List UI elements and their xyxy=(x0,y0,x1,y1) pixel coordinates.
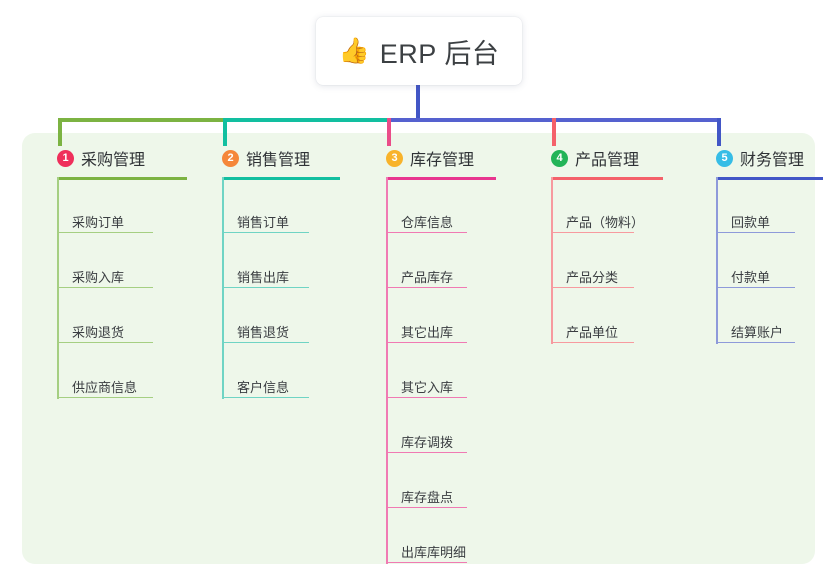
drop-connector-3 xyxy=(387,118,391,146)
list-item[interactable]: 客户信息 xyxy=(237,380,290,395)
list-item-rule xyxy=(222,342,309,343)
diagram-background-panel xyxy=(22,133,815,564)
list-item[interactable]: 销售退货 xyxy=(237,325,290,340)
list-item-rule xyxy=(386,562,467,563)
drop-connector-5 xyxy=(717,118,721,146)
list-item-rule xyxy=(386,452,467,453)
drop-connector-1 xyxy=(58,118,62,146)
list-item[interactable]: 采购退货 xyxy=(72,325,125,340)
list-item[interactable]: 产品库存 xyxy=(401,270,454,285)
list-item[interactable]: 产品（物料） xyxy=(566,215,645,230)
column-title: 销售管理 xyxy=(246,152,311,169)
list-item[interactable]: 其它入库 xyxy=(401,380,454,395)
list-item[interactable]: 销售订单 xyxy=(237,215,290,230)
list-item-rule xyxy=(386,232,467,233)
column-spine xyxy=(716,177,718,344)
column-spine xyxy=(551,177,553,344)
list-item[interactable]: 采购订单 xyxy=(72,215,125,230)
column-title: 采购管理 xyxy=(81,152,146,169)
list-item-rule xyxy=(57,342,153,343)
list-item-rule xyxy=(57,397,153,398)
list-item-rule xyxy=(57,232,153,233)
list-item-rule xyxy=(551,287,634,288)
drop-connector-4 xyxy=(552,118,556,146)
column-spine xyxy=(222,177,224,399)
column-header-2[interactable]: 2 销售管理 xyxy=(207,146,345,170)
list-item[interactable]: 仓库信息 xyxy=(401,215,454,230)
module-column-2: 2 销售管理销售订单销售出库销售退货客户信息 xyxy=(207,146,345,399)
list-item-rule xyxy=(222,232,309,233)
list-item[interactable]: 其它出库 xyxy=(401,325,454,340)
column-header-4[interactable]: 4 产品管理 xyxy=(536,146,668,170)
list-item-rule xyxy=(716,232,795,233)
list-item[interactable]: 库存盘点 xyxy=(401,490,454,505)
list-item[interactable]: 出库库明细 xyxy=(401,545,467,560)
drop-connector-2 xyxy=(223,118,227,146)
column-header-rule xyxy=(716,177,823,180)
column-header-1[interactable]: 1 采购管理 xyxy=(42,146,192,170)
root-node-erp-backend[interactable]: 👍 ERP 后台 xyxy=(316,17,522,85)
thumbs-up-icon: 👍 xyxy=(338,36,370,65)
list-item-rule xyxy=(386,287,467,288)
list-item-rule xyxy=(551,232,634,233)
column-number-badge: 5 xyxy=(716,149,733,167)
list-item-rule xyxy=(386,397,467,398)
list-item[interactable]: 产品单位 xyxy=(566,325,619,340)
module-column-1: 1 采购管理采购订单采购入库采购退货供应商信息 xyxy=(42,146,192,399)
column-spine xyxy=(57,177,59,399)
column-header-rule xyxy=(57,177,187,180)
column-header-rule xyxy=(386,177,496,180)
column-header-rule xyxy=(551,177,663,180)
trunk-vertical-connector xyxy=(416,85,420,122)
column-header-5[interactable]: 5 财务管理 xyxy=(701,146,828,170)
column-title: 产品管理 xyxy=(575,152,640,169)
module-column-3: 3 库存管理仓库信息产品库存其它出库其它入库库存调拨库存盘点出库库明细 xyxy=(371,146,501,564)
list-item[interactable]: 销售出库 xyxy=(237,270,290,285)
column-number-badge: 2 xyxy=(222,149,239,167)
column-title: 财务管理 xyxy=(740,152,805,169)
list-item[interactable]: 回款单 xyxy=(731,215,771,230)
list-item[interactable]: 付款单 xyxy=(731,270,771,285)
list-item-rule xyxy=(386,507,467,508)
column-number-badge: 3 xyxy=(386,149,403,167)
list-item[interactable]: 产品分类 xyxy=(566,270,619,285)
list-item-rule xyxy=(716,287,795,288)
column-title: 库存管理 xyxy=(410,152,475,169)
column-header-3[interactable]: 3 库存管理 xyxy=(371,146,501,170)
list-item-rule xyxy=(386,342,467,343)
list-item-rule xyxy=(716,342,795,343)
list-item[interactable]: 供应商信息 xyxy=(72,380,138,395)
list-item-rule xyxy=(57,287,153,288)
module-column-5: 5 财务管理回款单付款单结算账户 xyxy=(701,146,828,344)
list-item-rule xyxy=(551,342,634,343)
column-number-badge: 1 xyxy=(57,149,74,167)
bar-segment-teal xyxy=(223,118,391,122)
list-item-rule xyxy=(222,397,309,398)
list-item[interactable]: 采购入库 xyxy=(72,270,125,285)
list-item-rule xyxy=(222,287,309,288)
column-header-rule xyxy=(222,177,340,180)
column-number-badge: 4 xyxy=(551,149,568,167)
module-column-4: 4 产品管理产品（物料） 产品分类产品单位 xyxy=(536,146,668,344)
page-title: ERP 后台 xyxy=(379,38,500,69)
list-item[interactable]: 结算账户 xyxy=(731,325,784,340)
bar-segment-green xyxy=(58,118,227,122)
list-item[interactable]: 库存调拨 xyxy=(401,435,454,450)
column-spine xyxy=(386,177,388,564)
